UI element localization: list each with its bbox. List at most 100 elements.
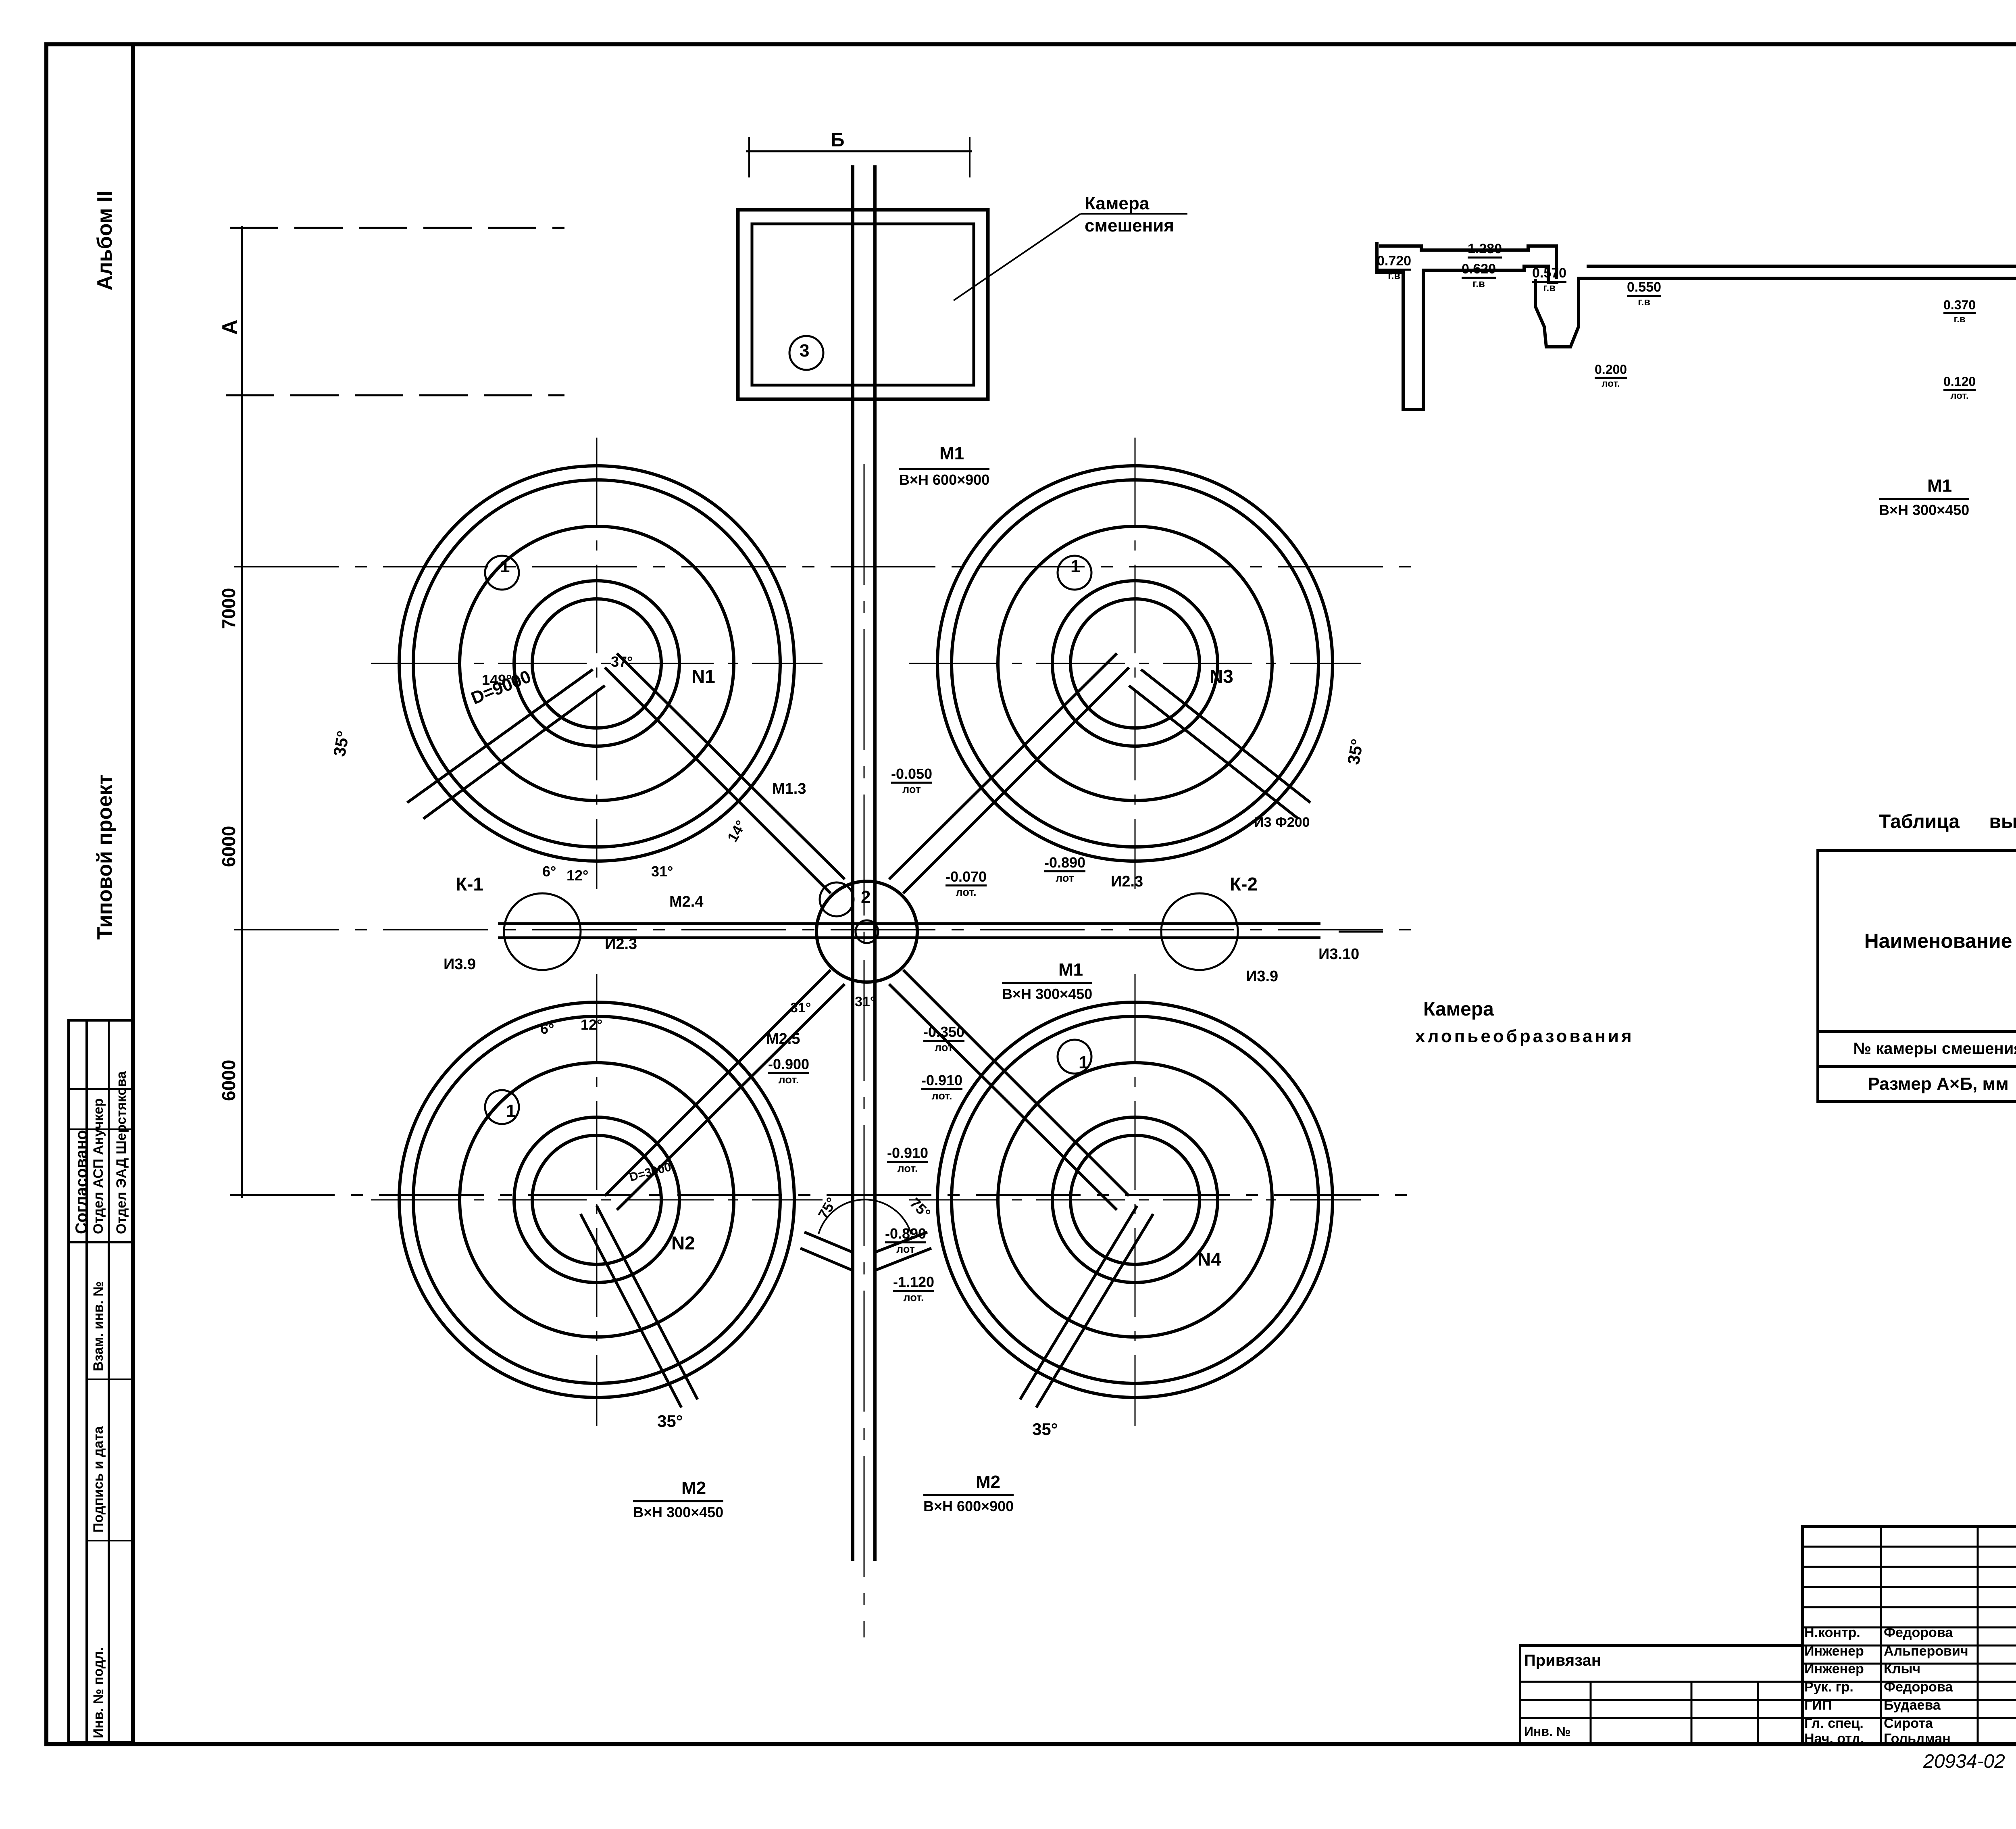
- stamp-row-2: Отдел ЭАД Шерстякова: [114, 1071, 129, 1234]
- staff-role: Нач. отд.: [1804, 1731, 1864, 1746]
- well-k2-label: К-2: [1230, 874, 1258, 895]
- left-stamp-grid: [67, 1019, 134, 1743]
- profile-elevation-value: 0.120: [1943, 375, 1976, 391]
- pipe-mark-i3-d200: И3 Ф200: [1254, 815, 1310, 830]
- tank-n1-chamber: 1: [500, 557, 510, 576]
- dim-b: Б: [831, 129, 845, 151]
- channel-m2-right-mark: М2: [976, 1472, 1001, 1492]
- plan-elevation-kind: лот: [935, 1041, 953, 1053]
- main-channel[interactable]: [851, 165, 877, 1637]
- tank-n4-chamber: 1: [1079, 1053, 1089, 1072]
- flocc-chamber-label-2: хлопьеобразования: [1415, 1026, 1634, 1046]
- chamber-marker: [484, 555, 520, 591]
- angle-12-bottom: 12°: [581, 1016, 603, 1033]
- plan-elevation-value: -0.050: [891, 766, 933, 784]
- staff-role: Инженер: [1804, 1643, 1864, 1659]
- channel-m1-top-size: В×Н 600×900: [899, 468, 990, 488]
- tank-n2-label: N2: [671, 1233, 695, 1253]
- tank-ring: [950, 1015, 1320, 1385]
- profile-elevation-value: 0.720: [1377, 254, 1412, 271]
- angle-12-top: 12°: [566, 867, 589, 884]
- plan-elevation-kind: лот.: [897, 1162, 918, 1174]
- profile-elevation-kind: г.в: [1543, 282, 1556, 294]
- angle-31-left: 31°: [790, 1000, 811, 1016]
- distribution-chamber[interactable]: [815, 880, 919, 984]
- stamp-field-inventory: Инв. № подл.: [91, 1647, 106, 1738]
- hydraulic-profile: [1375, 242, 2016, 411]
- staff-role: Рук. гр.: [1804, 1679, 1854, 1695]
- plan-elevation-kind: лот.: [903, 1291, 924, 1303]
- dim-6000-a: 6000: [218, 826, 239, 867]
- col-name-header: Наименование: [1816, 849, 2016, 1033]
- project-type-label: Типовой проект: [93, 774, 117, 940]
- profile-elevation-kind: г.в: [1954, 313, 1966, 325]
- plan-elevation-value: -1.120: [893, 1274, 935, 1292]
- plan-elevation-value: -0.890: [1044, 855, 1086, 872]
- plan-elevation-value: -0.890: [885, 1226, 927, 1243]
- tank-n3-chamber: 1: [1070, 557, 1081, 576]
- staff-role: Н.контр.: [1804, 1625, 1860, 1640]
- tank-n4-label: N4: [1198, 1249, 1221, 1270]
- tank-ring: [412, 478, 782, 849]
- tank-n1[interactable]: [371, 438, 823, 889]
- pipe-mark-i3-9-right: И3.9: [1246, 968, 1279, 985]
- tank-ring: [412, 1015, 782, 1385]
- profile-elevation-value: 0.550: [1627, 280, 1662, 297]
- well-k2[interactable]: [1160, 892, 1239, 971]
- collector-pipe[interactable]: [498, 922, 1383, 939]
- stamp-field-replace: Взам. инв. №: [91, 1281, 106, 1371]
- channel-m2-left-size: В×Н 300×450: [633, 1500, 724, 1521]
- stamp-agreed: Согласовано: [73, 1130, 90, 1234]
- row-size-label: Размер А×Б, мм: [1816, 1065, 2016, 1103]
- channel-m2-left-mark: М2: [681, 1478, 706, 1498]
- channel-m2-right-size: В×Н 600×900: [923, 1494, 1014, 1515]
- staff-role: ГИП: [1804, 1698, 1832, 1713]
- well-k1[interactable]: [503, 892, 582, 971]
- profile-elevation-value: 1.280: [1468, 242, 1502, 259]
- tank-n4[interactable]: [909, 974, 1361, 1426]
- angle-n2-35: 35°: [657, 1412, 683, 1431]
- plan-elevation-kind: лот: [902, 783, 921, 795]
- tank-n3[interactable]: [909, 438, 1361, 889]
- row-chamber-label: № камеры смешения: [1816, 1030, 2016, 1068]
- tank-n2[interactable]: [371, 974, 823, 1426]
- chamber-marker: [1056, 555, 1093, 591]
- staff-name: Гольдман: [1884, 1731, 1951, 1746]
- bound-label: Привязан: [1524, 1652, 1601, 1669]
- plan-dimensions: [226, 137, 1411, 1198]
- clarifier-tanks: [371, 438, 1361, 1426]
- pipe-mark-m2-5: М2.5: [766, 1030, 800, 1047]
- dim-a: А: [218, 319, 242, 335]
- plan-elevation-value: -0.350: [923, 1024, 965, 1042]
- angle-n4-35: 35°: [1032, 1420, 1058, 1439]
- angle-31-right: 31°: [855, 994, 876, 1009]
- staff-role: Гл. спец.: [1804, 1716, 1864, 1731]
- mixing-chamber[interactable]: [736, 208, 1187, 401]
- tank-feed-pipes: [406, 652, 1312, 1408]
- tank-n1-label: N1: [691, 666, 715, 687]
- flocc-chamber-label-1: Камера: [1423, 999, 1494, 1020]
- plan-elevation-kind: лот.: [956, 886, 977, 898]
- pipe-mark-i3-9-left: И3.9: [444, 956, 476, 973]
- staff-name: Федорова: [1884, 1679, 1953, 1695]
- plan-elevation-value: -0.900: [768, 1057, 810, 1074]
- channel-m1-top-mark: М1: [939, 444, 964, 463]
- plan-elevation-value: -0.910: [887, 1145, 929, 1163]
- mixing-chamber-label-2: смешения: [1085, 216, 1174, 236]
- well-k1-label: К-1: [456, 874, 483, 895]
- pipe-mark-i3-10: И3.10: [1318, 946, 1360, 963]
- selection-table-title: Таблица выбора камеры смешения: [1879, 811, 2016, 832]
